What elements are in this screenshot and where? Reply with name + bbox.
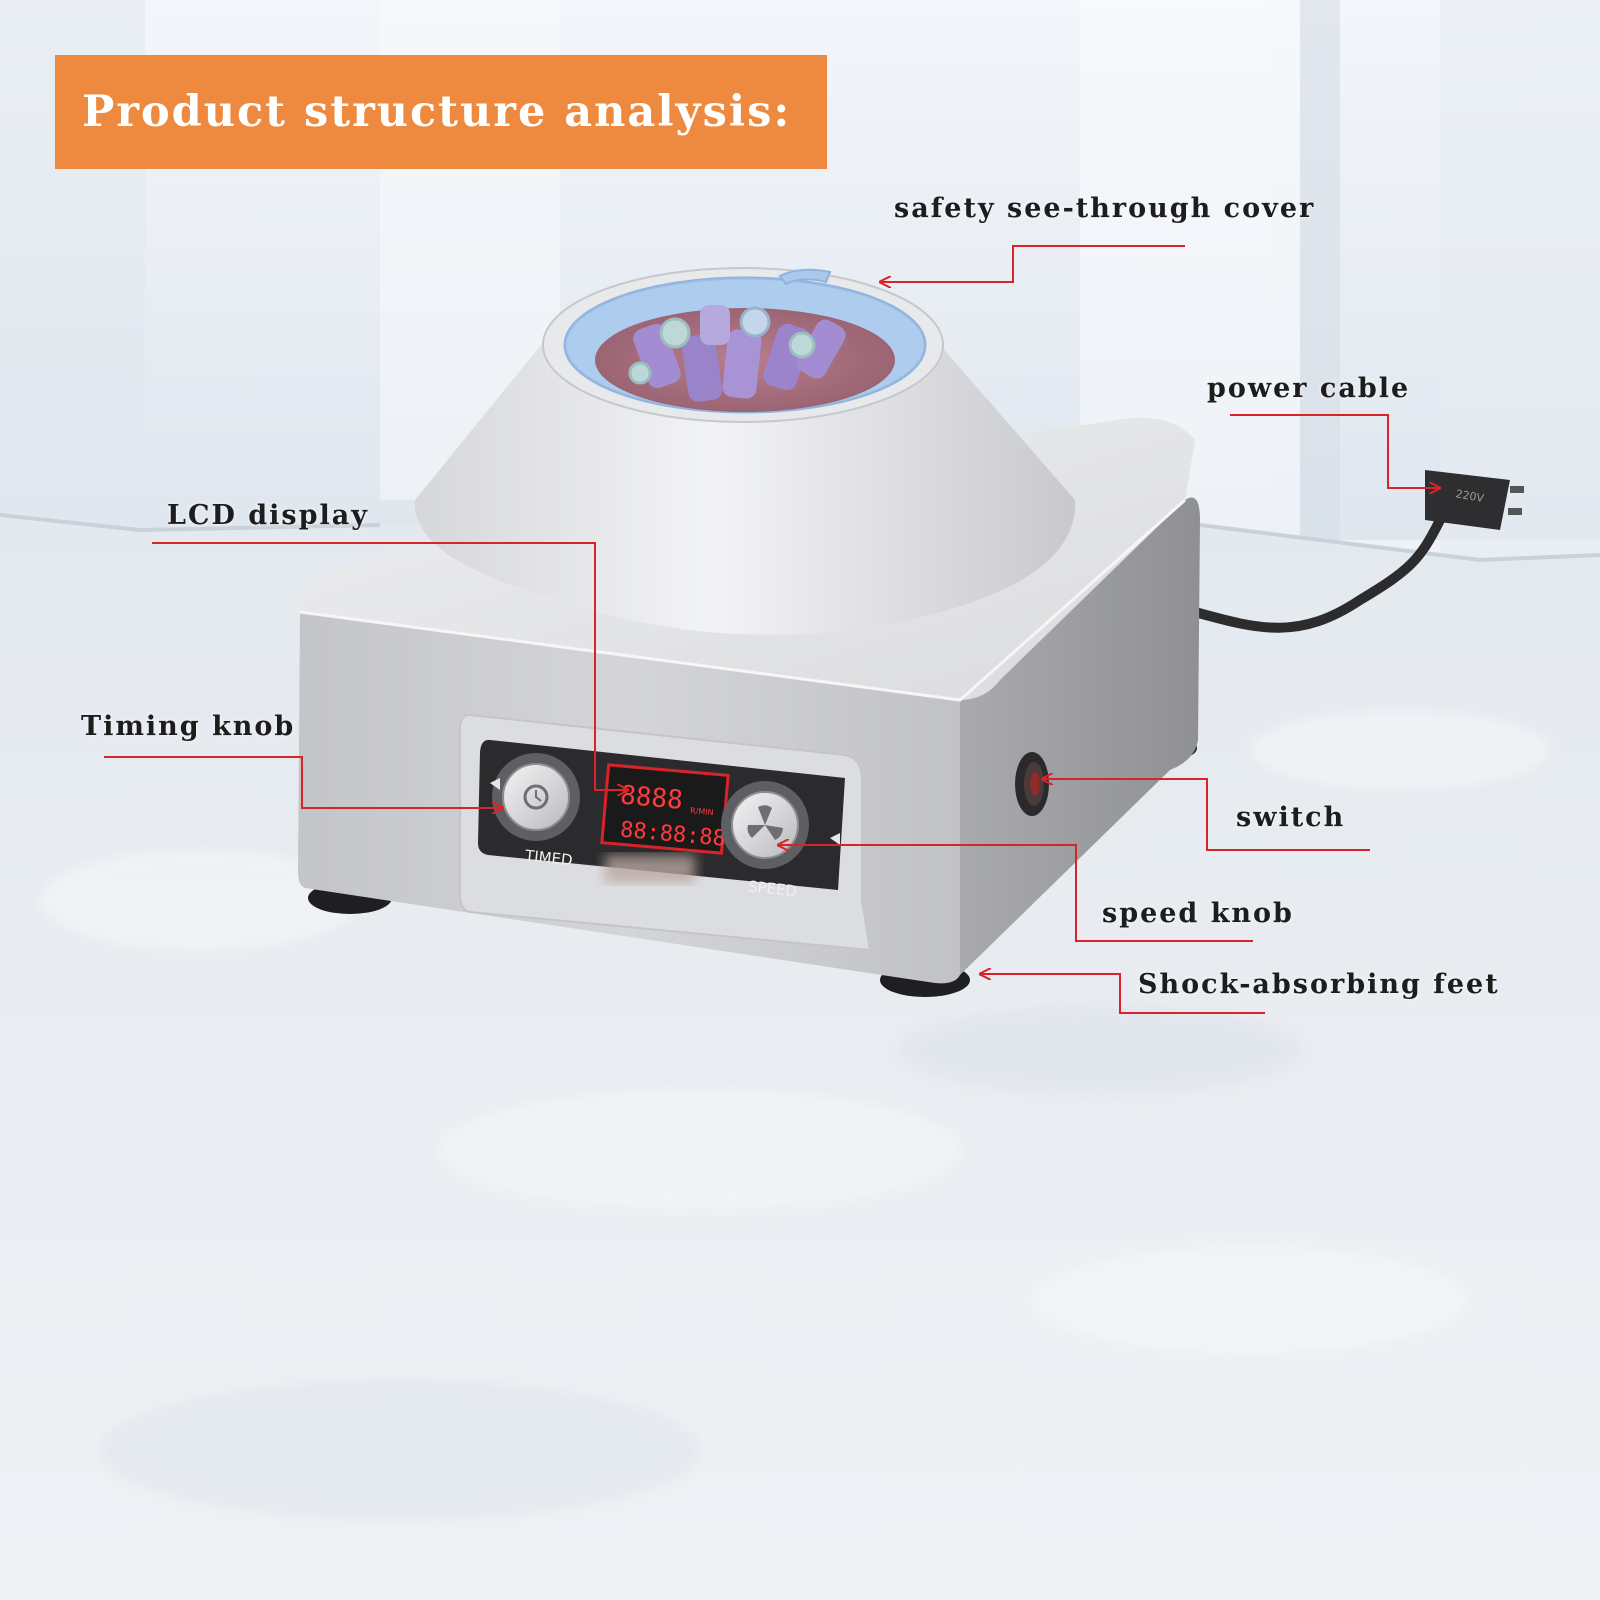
power-switch[interactable] — [1015, 752, 1049, 816]
sample-tubes — [628, 305, 846, 402]
callout-line-power-cable — [1230, 414, 1440, 488]
callout-line-lcd — [152, 542, 628, 790]
timing-knob[interactable] — [492, 753, 580, 841]
label-speed-knob: speed knob — [1102, 898, 1294, 929]
callout-line-speed-knob — [778, 845, 1253, 942]
lcd-speed-readout: 8888 — [619, 780, 684, 815]
callout-lines — [104, 245, 1440, 1014]
panel-indicator-left — [490, 778, 500, 790]
callout-line-cover — [880, 245, 1185, 282]
label-switch: switch — [1236, 802, 1346, 833]
label-power-cable: power cable — [1207, 373, 1411, 404]
timed-label: TIMED — [523, 846, 573, 869]
callout-line-feet — [980, 974, 1265, 1014]
see-through-lid — [563, 268, 927, 414]
panel-indicator-right — [830, 833, 840, 845]
body-top-edge — [299, 498, 1186, 702]
plug-voltage-label: 220V — [1455, 487, 1486, 505]
power-plug: 220V — [1425, 470, 1524, 530]
body-right-side — [960, 497, 1200, 975]
label-shock-absorbing-feet: Shock-absorbing feet — [1138, 969, 1500, 1000]
floor-edge-line — [0, 513, 1600, 563]
lcd-unit: R/MIN — [690, 806, 714, 817]
lcd-display: 8888 R/MIN 88:88:88 — [600, 763, 730, 855]
power-cable — [1190, 515, 1445, 633]
floor-texture — [40, 710, 1550, 1520]
speed-knob[interactable] — [721, 781, 809, 869]
speed-label: SPEED — [747, 877, 798, 900]
banner-title: Product structure analysis: — [82, 87, 792, 137]
callout-line-timing-knob — [104, 756, 503, 808]
label-safety-cover: safety see-through cover — [894, 193, 1316, 224]
centrifuge-device: 220V — [298, 267, 1524, 997]
label-lcd-display: LCD display — [167, 500, 369, 531]
blurred-brand-mark — [605, 855, 695, 883]
title-banner: Product structure analysis: — [55, 55, 827, 169]
label-timing-knob: Timing knob — [81, 711, 296, 742]
callout-line-switch — [1042, 779, 1370, 851]
